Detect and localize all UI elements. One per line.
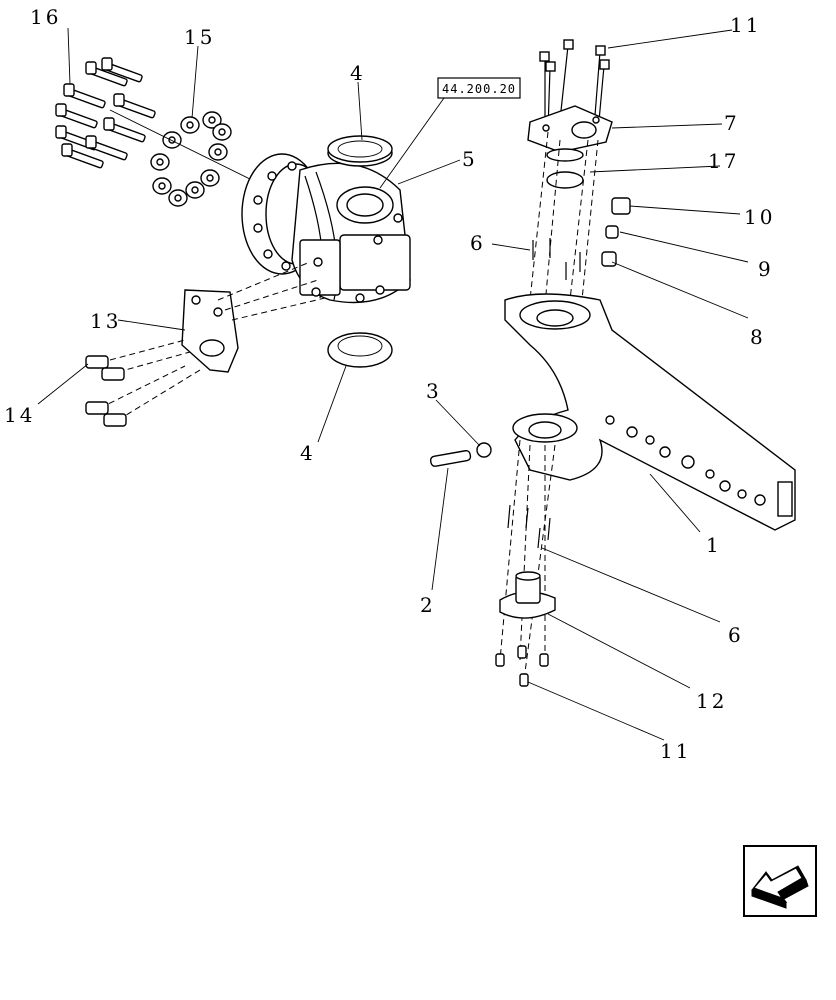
flange-7 bbox=[527, 105, 613, 153]
bearing-cap-4-bottom bbox=[327, 332, 393, 368]
callout-15: 15 bbox=[184, 25, 215, 49]
arrow-back-icon bbox=[751, 865, 809, 909]
pin-2 bbox=[429, 449, 472, 467]
fittings-8-9-10 bbox=[601, 197, 631, 267]
cap-screw-set-14 bbox=[85, 355, 127, 427]
callout-17: 17 bbox=[708, 149, 739, 173]
callout-2: 2 bbox=[420, 593, 436, 617]
bearing-cap-4-top bbox=[327, 135, 393, 167]
hub-housing-5 bbox=[241, 153, 411, 304]
callout-4-top: 4 bbox=[350, 61, 366, 85]
callout-7: 7 bbox=[724, 111, 740, 135]
callout-1: 1 bbox=[706, 533, 722, 557]
callout-labels: 16 15 4 5 11 7 17 10 9 8 6 13 14 3 4 2 1… bbox=[4, 5, 775, 763]
callout-11-top: 11 bbox=[730, 13, 761, 37]
callout-3: 3 bbox=[426, 379, 442, 403]
bolt-set-16 bbox=[55, 57, 156, 169]
callout-16: 16 bbox=[30, 5, 61, 29]
pin-set-6-bottom bbox=[507, 504, 551, 549]
callout-8: 8 bbox=[750, 325, 766, 349]
callout-11-bottom: 11 bbox=[660, 739, 691, 763]
nut-set-15 bbox=[150, 111, 232, 207]
callout-9: 9 bbox=[758, 257, 774, 281]
callout-6-top: 6 bbox=[470, 231, 486, 255]
callout-6-bottom: 6 bbox=[728, 623, 744, 647]
callout-12: 12 bbox=[696, 689, 727, 713]
axle-beam-1 bbox=[504, 293, 796, 531]
callout-4-bottom: 4 bbox=[300, 441, 316, 465]
bracket-13 bbox=[181, 289, 239, 373]
reference-box-label: 44.200.20 bbox=[442, 82, 516, 96]
leader-lines bbox=[37, 27, 749, 741]
nut-3 bbox=[476, 442, 492, 458]
back-navigation-button[interactable] bbox=[743, 845, 817, 917]
callout-14: 14 bbox=[4, 403, 35, 427]
callout-13: 13 bbox=[90, 309, 121, 333]
callout-5: 5 bbox=[462, 147, 478, 171]
bearing-cap-12 bbox=[499, 571, 556, 619]
screw-set-11-bottom bbox=[495, 645, 549, 687]
callout-10: 10 bbox=[744, 205, 775, 229]
ring-17 bbox=[546, 148, 584, 189]
reference-box[interactable]: 44.200.20 bbox=[437, 77, 521, 99]
